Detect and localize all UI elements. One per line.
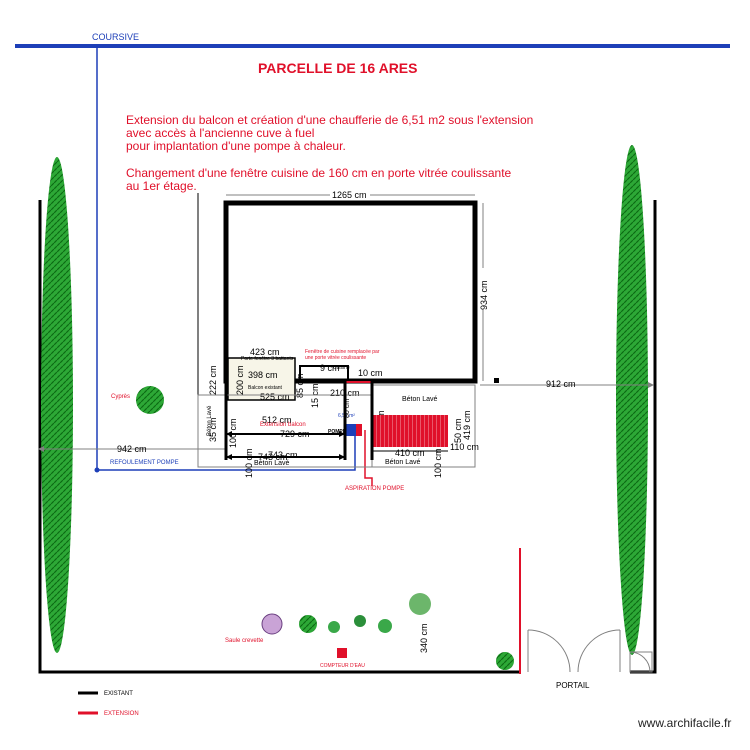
cypres-tree <box>136 386 164 414</box>
svg-text:6,51 m²: 6,51 m² <box>338 413 355 419</box>
svg-text:1265 cm: 1265 cm <box>332 190 367 200</box>
svg-text:Béton Lavé: Béton Lavé <box>402 396 438 403</box>
garden-plants <box>261 593 514 670</box>
coursive: COURSIVE <box>15 32 730 48</box>
cuisine-box <box>299 365 349 383</box>
refoulement-label: REFOULEMENT POMPE <box>110 460 179 466</box>
svg-text:Fenêtre de cuisine remplacée p: Fenêtre de cuisine remplacée par <box>305 349 380 355</box>
refoulement-marker <box>94 467 100 473</box>
svg-text:100 cm: 100 cm <box>228 418 238 448</box>
dim-934: 934 cm <box>478 203 489 381</box>
svg-text:222 cm: 222 cm <box>208 365 218 395</box>
compteur-eau <box>337 648 347 658</box>
balcon-existant <box>227 357 296 401</box>
svg-text:POMPE: POMPE <box>328 429 347 435</box>
existing-walls <box>224 381 374 460</box>
stairs <box>372 415 448 447</box>
svg-text:Béton Lavé: Béton Lavé <box>254 460 290 467</box>
svg-text:423 cm: 423 cm <box>250 347 280 357</box>
svg-text:743 cm: 743 cm <box>258 452 288 462</box>
svg-text:Saule crevette: Saule crevette <box>225 638 264 644</box>
dim-1265: 1265 cm <box>226 190 475 200</box>
svg-text:Cuisine: Cuisine <box>333 365 350 371</box>
watermark: www.archifacile.fr <box>637 716 731 730</box>
dim-743: 743 cm 743 cm <box>226 450 345 462</box>
svg-text:Béton Lavé: Béton Lavé <box>385 459 421 466</box>
svg-text:419 cm: 419 cm <box>462 410 472 440</box>
svg-text:EXISTANT: EXISTANT <box>104 691 133 697</box>
svg-text:COMPTEUR D'EAU: COMPTEUR D'EAU <box>320 663 365 669</box>
dim-410: 410 cm <box>372 448 448 458</box>
description-line5: au 1er étage. <box>126 179 197 193</box>
description: Extension du balcon et création d'une ch… <box>126 113 533 193</box>
svg-text:912 cm: 912 cm <box>546 379 576 389</box>
svg-text:100 cm: 100 cm <box>244 448 254 478</box>
svg-text:Extension balcon: Extension balcon <box>260 422 306 428</box>
svg-text:934 cm: 934 cm <box>479 280 489 310</box>
svg-text:942 cm: 942 cm <box>117 444 147 454</box>
svg-text:Porte fenêtre 3 battants: Porte fenêtre 3 battants <box>241 356 294 362</box>
coursive-label: COURSIVE <box>92 32 139 42</box>
svg-text:525 cm: 525 cm <box>260 392 290 402</box>
dim-942: 942 cm <box>38 444 226 454</box>
svg-text:EXTENSION: EXTENSION <box>104 711 139 717</box>
svg-text:398 cm: 398 cm <box>248 370 278 380</box>
plan-title: PARCELLE DE 16 ARES <box>258 60 417 76</box>
svg-text:512 cm: 512 cm <box>262 415 292 425</box>
svg-text:410 cm: 410 cm <box>395 448 425 458</box>
svg-text:743 cm: 743 cm <box>268 450 298 460</box>
dim-912: 912 cm <box>480 379 654 389</box>
description-line3: pour implantation d'une pompe à chaleur. <box>126 139 346 153</box>
svg-text:9 cm: 9 cm <box>320 363 340 373</box>
refoulement-pipe <box>96 46 356 471</box>
svg-text:10 cm: 10 cm <box>358 368 383 378</box>
svg-text:85 cm: 85 cm <box>295 373 305 398</box>
svg-text:340 cm: 340 cm <box>419 623 429 653</box>
svg-text:35 cm: 35 cm <box>208 417 218 442</box>
svg-text:une porte vitrée coulissante: une porte vitrée coulissante <box>305 355 366 361</box>
svg-text:729 cm: 729 cm <box>280 429 310 439</box>
svg-text:80 cm: 80 cm <box>344 399 351 418</box>
svg-text:Cyprès: Cyprès <box>111 394 130 400</box>
dim-729: 729 cm <box>226 429 345 439</box>
svg-text:110 cm: 110 cm <box>450 442 479 452</box>
description-line4: Changement d'une fenêtre cuisine de 160 … <box>126 166 512 180</box>
description-line2: avec accès à l'ancienne cuve à fuel <box>126 126 314 140</box>
hedge-right <box>616 145 648 655</box>
svg-text:PORTAIL: PORTAIL <box>556 681 590 690</box>
description-line1: Extension du balcon et création d'une ch… <box>126 113 533 127</box>
svg-text:Balcon existant: Balcon existant <box>248 385 283 391</box>
hedge-left <box>41 157 73 653</box>
svg-text:15 cm: 15 cm <box>310 383 320 408</box>
svg-text:Béton Lavé: Béton Lavé <box>207 405 213 436</box>
legend: EXISTANT EXTENSION <box>78 691 139 717</box>
pompe <box>346 424 356 436</box>
aspiration-pipe <box>364 430 373 486</box>
aspiration-label: ASPIRATION POMPE <box>345 486 404 492</box>
portail <box>527 629 653 673</box>
svg-text:200 cm: 200 cm <box>235 365 245 395</box>
svg-text:100 cm: 100 cm <box>433 448 443 478</box>
svg-text:50 cm: 50 cm <box>453 418 463 443</box>
corner-marker <box>494 378 499 383</box>
